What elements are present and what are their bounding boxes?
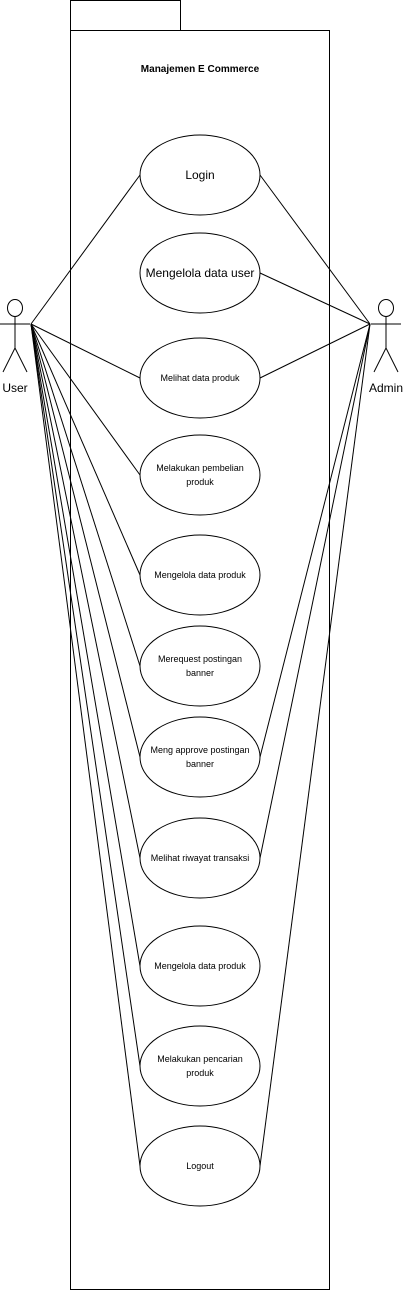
association-user-cari-produk xyxy=(30,323,141,1067)
use-case-label: Meng approve postingan xyxy=(150,745,249,755)
use-case-label: Mengelola data user xyxy=(146,266,255,280)
use-case-label: banner xyxy=(186,759,214,769)
use-case-ellipse xyxy=(139,925,261,1007)
actor-admin-label: Admin xyxy=(369,381,403,395)
use-case-login[interactable]: Login xyxy=(139,134,261,216)
association-user-kelola-produk-2 xyxy=(30,323,141,967)
use-case-beli-produk[interactable]: Melakukan pembelian produk xyxy=(139,434,261,516)
use-case-label: Melihat data produk xyxy=(160,373,240,383)
use-case-kelola-produk-2[interactable]: Mengelola data produk xyxy=(139,925,261,1007)
use-case-ellipse xyxy=(139,817,261,899)
use-case-logout[interactable]: Logout xyxy=(139,1125,261,1207)
association-lines xyxy=(30,174,371,1167)
use-case-ellipse xyxy=(139,716,261,798)
association-admin-riwayat-transaksi xyxy=(259,323,371,859)
use-case-kelola-user[interactable]: Mengelola data user xyxy=(139,232,261,314)
use-case-label: Mengelola data produk xyxy=(154,570,246,580)
association-admin-kelola-user xyxy=(259,272,371,325)
system-tab xyxy=(70,0,181,31)
association-user-logout xyxy=(30,323,141,1167)
association-admin-approve-banner xyxy=(259,323,371,758)
use-case-ellipse xyxy=(139,534,261,616)
use-case-ellipse xyxy=(139,1025,261,1107)
use-case-label: Melihat riwayat transaksi xyxy=(151,853,250,863)
actor-user[interactable]: User xyxy=(0,299,30,396)
use-case-label: Melakukan pembelian xyxy=(156,463,244,473)
association-admin-login xyxy=(259,174,371,325)
association-user-beli-produk xyxy=(30,323,141,476)
use-case-kelola-produk-1[interactable]: Mengelola data produk xyxy=(139,534,261,616)
association-user-kelola-produk-1 xyxy=(30,323,141,576)
use-case-cari-produk[interactable]: Melakukan pencarian produk xyxy=(139,1025,261,1107)
association-user-approve-banner xyxy=(30,323,141,758)
association-admin-lihat-produk xyxy=(259,323,371,379)
use-case-ellipse xyxy=(139,434,261,516)
association-user-riwayat-transaksi xyxy=(30,323,141,859)
actor-user-label: User xyxy=(2,381,27,395)
use-case-request-banner[interactable]: Merequest postingan banner xyxy=(139,625,261,707)
use-case-ellipse xyxy=(139,232,261,314)
use-case-label: banner xyxy=(186,668,214,678)
stick-figure-icon xyxy=(0,299,30,373)
use-case-ellipse xyxy=(139,337,261,419)
use-case-label: Mengelola data produk xyxy=(154,961,246,971)
system-title: Manajemen E Commerce xyxy=(141,64,260,75)
stick-figure-icon xyxy=(371,299,401,373)
use-case-label: Merequest postingan xyxy=(158,654,242,664)
use-case-approve-banner[interactable]: Meng approve postingan banner xyxy=(139,716,261,798)
use-case-ellipse xyxy=(139,134,261,216)
use-case-label: produk xyxy=(186,477,214,487)
association-admin-logout xyxy=(259,323,371,1167)
association-user-lihat-produk xyxy=(30,323,141,379)
use-case-lihat-produk[interactable]: Melihat data produk xyxy=(139,337,261,419)
use-case-riwayat-transaksi[interactable]: Melihat riwayat transaksi xyxy=(139,817,261,899)
use-case-label: Logout xyxy=(186,1161,214,1171)
association-user-request-banner xyxy=(30,323,141,667)
actor-admin[interactable]: Admin xyxy=(369,299,403,396)
use-case-label: Melakukan pencarian xyxy=(157,1054,243,1064)
use-case-label: produk xyxy=(186,1068,214,1078)
use-case-label: Login xyxy=(185,168,214,182)
use-case-ellipse xyxy=(139,625,261,707)
use-case-ellipse xyxy=(139,1125,261,1207)
association-user-login xyxy=(30,174,141,325)
